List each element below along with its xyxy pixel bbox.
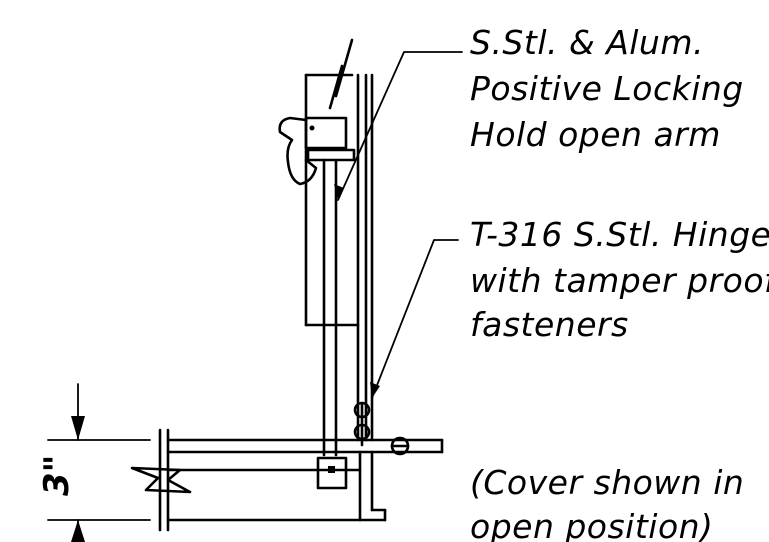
hinge-line-3: fasteners [470,305,629,344]
callout-cover-note: (Cover shown in open position) [470,463,744,542]
open-cover [304,38,374,442]
hold-open-arm-line-1: S.Stl. & Alum. [470,23,704,62]
callout-hinge: T-316 S.Stl. Hinge with tamper proof fas… [470,215,769,344]
cover-note-line-2: open position) [470,507,713,542]
cover-note-line-1: (Cover shown in [470,463,744,502]
frame-angle [130,428,444,532]
hold-open-arm-line-3: Hold open arm [470,115,721,154]
dimension-3in: 3" [37,383,151,542]
hold-open-arm [278,116,356,457]
hinge-line-2: with tamper proof [470,261,769,300]
hold-open-arm-line-2: Positive Locking [470,69,744,108]
leader-lines [334,51,463,399]
dimension-label: 3" [37,455,77,496]
callout-hold-open-arm: S.Stl. & Alum. Positive Locking Hold ope… [470,23,744,154]
hinge-line-1: T-316 S.Stl. Hinge [470,215,769,254]
hinge [353,401,410,456]
